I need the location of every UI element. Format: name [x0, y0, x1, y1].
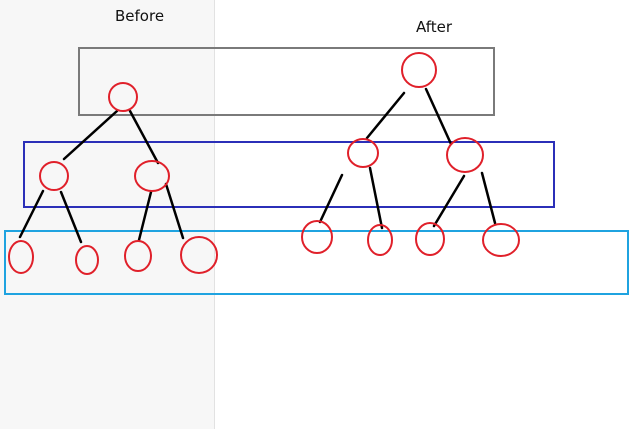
after-left-child-node	[347, 138, 379, 168]
before-leaf-node-1	[8, 240, 34, 274]
after-root-node	[401, 52, 437, 88]
before-panel-background	[0, 0, 215, 429]
after-tree-edges	[318, 87, 497, 230]
before-edge-left-leaf1	[18, 189, 45, 239]
before-root-node	[108, 82, 138, 112]
after-leaf-node-2	[367, 224, 393, 256]
before-tree-edges	[18, 109, 185, 244]
after-right-child-node	[446, 137, 484, 173]
leaf-level-box	[4, 230, 629, 295]
before-edge-root-left	[62, 109, 119, 161]
before-leaf-node-3	[124, 240, 152, 272]
after-tree-nodes	[301, 52, 520, 257]
after-edge-right-leaf4	[480, 171, 497, 225]
middle-level-box	[23, 141, 555, 208]
after-edge-left-leaf2	[368, 166, 384, 230]
before-right-child-node	[134, 160, 170, 192]
before-edge-right-leaf4	[164, 182, 185, 240]
before-edge-left-leaf2	[59, 190, 83, 244]
after-edge-root-right	[424, 87, 453, 146]
after-title: After	[416, 18, 453, 36]
before-tree-nodes	[8, 82, 218, 275]
before-title: Before	[115, 7, 165, 25]
after-leaf-node-1	[301, 220, 333, 254]
before-leaf-node-2	[75, 245, 99, 275]
root-level-box	[78, 47, 495, 116]
before-left-child-node	[39, 161, 69, 191]
after-edge-root-left	[365, 91, 406, 140]
after-edge-right-leaf3	[432, 174, 466, 228]
after-edge-left-leaf1	[318, 173, 344, 224]
after-leaf-node-3	[415, 222, 445, 256]
before-edge-right-leaf3	[137, 190, 153, 242]
before-edge-root-right	[128, 109, 160, 165]
after-leaf-node-4	[482, 223, 520, 257]
before-leaf-node-4	[180, 236, 218, 274]
